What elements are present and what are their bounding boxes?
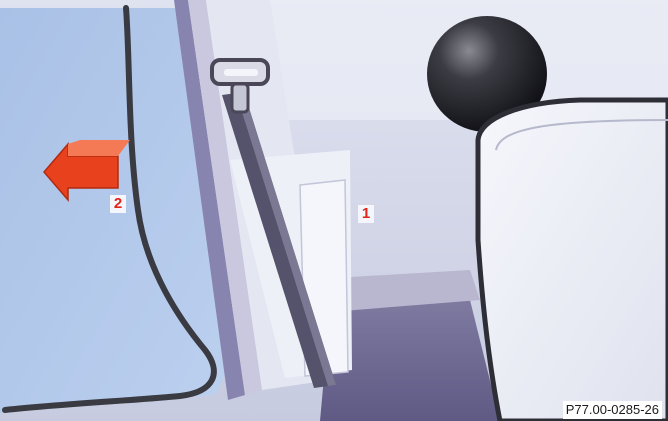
callout-label-2: 2: [110, 195, 126, 213]
belt-guide-slot: [224, 69, 258, 76]
callout-label-1: 1: [358, 205, 374, 223]
belt-guide-mount: [232, 84, 248, 112]
figure-reference-code: P77.00-0285-26: [563, 401, 662, 419]
seat-back: [478, 100, 668, 421]
